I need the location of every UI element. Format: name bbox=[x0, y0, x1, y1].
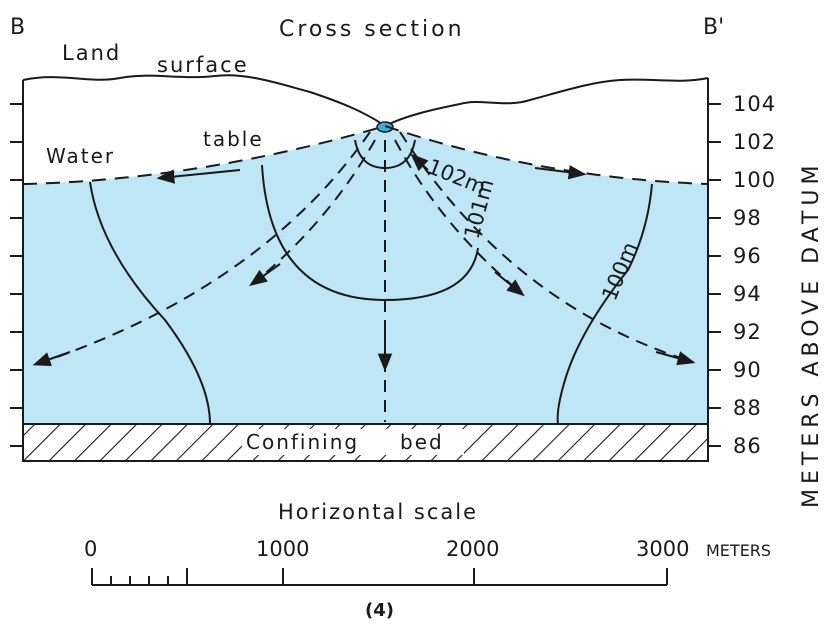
y-tick-label: 98 bbox=[733, 206, 762, 230]
flow-arrow-right-outer bbox=[655, 351, 696, 366]
left-ticks bbox=[10, 103, 23, 447]
flowline-right-inner bbox=[394, 139, 521, 293]
confining-bed-label: bed bbox=[400, 430, 444, 454]
y-tick-label: 104 bbox=[733, 92, 776, 116]
water-table-line bbox=[22, 124, 709, 185]
y-tick-label: 90 bbox=[733, 358, 762, 382]
contour-100-left-line bbox=[89, 181, 211, 425]
y-tick-label: 88 bbox=[733, 396, 762, 420]
y-tick-label: 100 bbox=[733, 168, 776, 192]
water-table-arrow-right bbox=[534, 165, 587, 180]
land-surface-label: surface bbox=[157, 53, 249, 77]
water-table-label: table bbox=[203, 127, 264, 151]
contour-101-line bbox=[261, 164, 479, 302]
scale-title: Horizontal scale bbox=[278, 500, 478, 524]
y-tick-label: 92 bbox=[733, 320, 762, 344]
land-surface-line bbox=[22, 74, 709, 128]
figure-number: (4) bbox=[365, 600, 394, 621]
contour-100-right-line bbox=[556, 183, 653, 425]
scale-bar bbox=[91, 568, 668, 586]
scale-unit-label: METERS bbox=[706, 541, 771, 560]
flowline-left-inner bbox=[254, 139, 376, 283]
scale-tick-label: 1000 bbox=[256, 537, 309, 561]
y-tick-label: 96 bbox=[733, 244, 762, 268]
right-ticks bbox=[708, 103, 721, 447]
scale-tick-label: 2000 bbox=[446, 537, 499, 561]
flow-arrow-left-inner bbox=[249, 263, 281, 287]
scale-tick-label: 3000 bbox=[636, 537, 689, 561]
scale-tick-label: 0 bbox=[84, 537, 97, 561]
diagram-title: Cross section bbox=[279, 17, 465, 42]
confining-bed-label: Confining bbox=[246, 430, 359, 454]
flow-arrow-102 bbox=[410, 153, 429, 172]
land-surface-label: Land bbox=[62, 41, 121, 65]
end-label-right: B' bbox=[703, 15, 724, 40]
y-tick-label: 86 bbox=[733, 434, 762, 458]
flow-arrow-left-outer bbox=[32, 351, 71, 366]
flowline-right-outer bbox=[399, 131, 694, 363]
saturated-zone bbox=[23, 126, 708, 424]
y-axis-title: METERS ABOVE DATUM bbox=[799, 160, 824, 508]
water-table-arrow-left bbox=[156, 169, 241, 184]
flow-arrow-right-inner bbox=[494, 271, 525, 297]
water-table-label: Water bbox=[46, 144, 115, 168]
stream bbox=[376, 121, 394, 133]
y-tick-label: 94 bbox=[733, 282, 762, 306]
end-label-left: B bbox=[10, 15, 25, 40]
y-tick-label: 102 bbox=[733, 130, 776, 154]
